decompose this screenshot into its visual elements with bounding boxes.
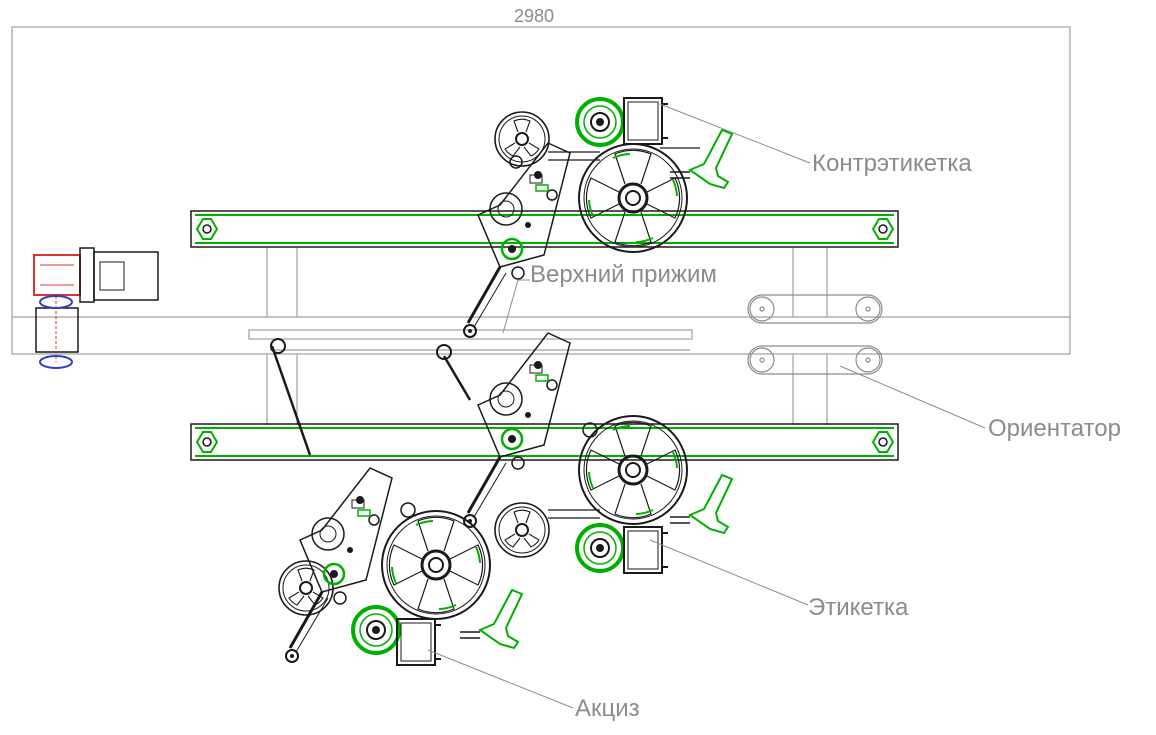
excise-callout: Акциз bbox=[575, 695, 640, 722]
counter-label-callout: Контрэтикетка bbox=[812, 150, 972, 177]
label-unit bbox=[462, 331, 733, 574]
overall-width-label: 2980 bbox=[514, 6, 555, 26]
excise-unit bbox=[270, 338, 523, 666]
top-press-callout: Верхний прижим bbox=[530, 261, 717, 288]
orientator-callout: Ориентатор bbox=[988, 415, 1121, 442]
drive-motor bbox=[33, 247, 159, 369]
label-callout: Этикетка bbox=[808, 594, 909, 621]
callout-leaders bbox=[427, 103, 986, 709]
orientator-belts bbox=[747, 294, 883, 375]
counter-label-unit bbox=[462, 97, 733, 339]
upper-conveyor-rail bbox=[190, 210, 899, 248]
